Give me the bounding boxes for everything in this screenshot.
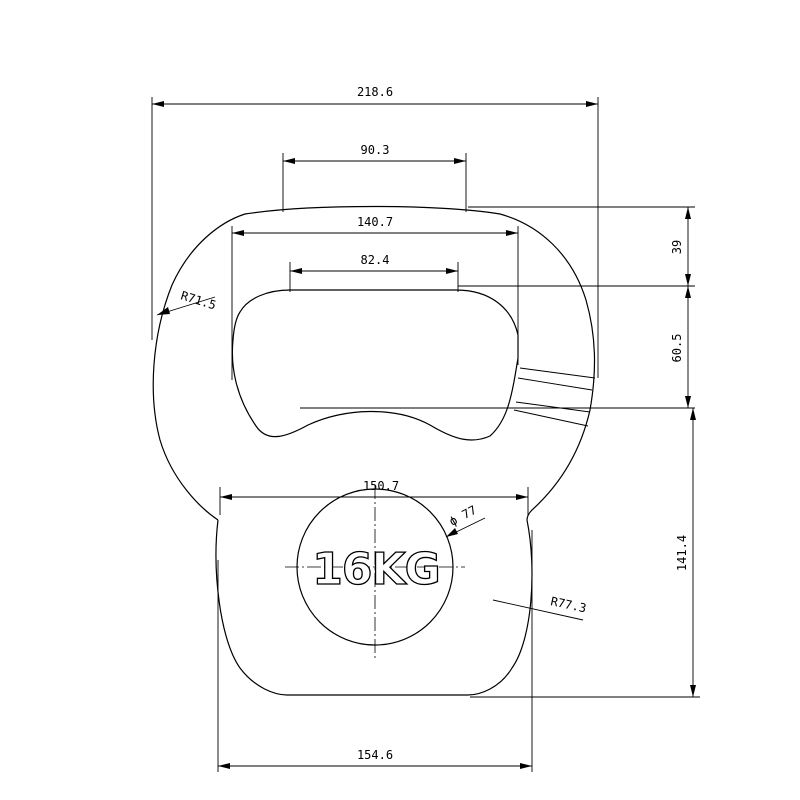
dim-emblem-band-width: 150.7 <box>363 479 399 493</box>
dimension-lines <box>152 103 694 767</box>
kettlebell-upper-outline <box>152 205 596 521</box>
dim-base-width: 154.6 <box>357 748 393 762</box>
dim-handle-outer-width: 140.7 <box>357 215 393 229</box>
extension-lines <box>151 97 700 772</box>
handle-window-outline <box>231 289 519 441</box>
dim-emblem-diameter: ϕ 77 <box>447 503 479 529</box>
dim-handle-inner-width: 82.4 <box>361 253 390 267</box>
dim-handle-height: 39 <box>670 240 684 254</box>
handle-joint-outline <box>513 367 596 427</box>
dimension-arrows <box>152 101 696 769</box>
kettlebell-lower-outline <box>215 519 533 696</box>
weight-label: 16KG <box>312 544 439 595</box>
dim-lower-radius: R77.3 <box>549 594 587 615</box>
dim-upper-radius: R71.5 <box>179 288 218 312</box>
dim-window-height: 60.5 <box>670 334 684 363</box>
dim-overall-width: 218.6 <box>357 85 393 99</box>
dim-body-height: 141.4 <box>675 535 689 571</box>
dim-handle-top-width: 90.3 <box>361 143 390 157</box>
